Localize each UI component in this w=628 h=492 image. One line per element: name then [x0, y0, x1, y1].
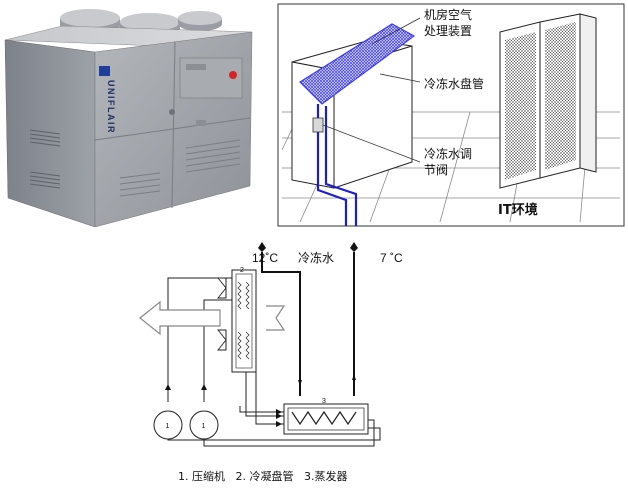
refrigeration-schematic: 12˚C 冷冻水 7 ˚C 2 [139, 242, 403, 483]
compressor-1-number: 1 [166, 423, 170, 430]
label-air-handler-1: 机房空气 [424, 7, 472, 22]
chilled-water-coil [299, 23, 416, 108]
return-arrow-icon [258, 242, 266, 252]
label-it-env: IT环境 [498, 202, 538, 218]
condenser-coil: 2 [231, 267, 257, 373]
chilled-water-loop [261, 252, 355, 396]
compressor-2: 1 [189, 410, 219, 440]
temp-return: 12˚C [252, 251, 278, 265]
condenser-fan-icons [217, 277, 227, 351]
svg-text:UNIFLAIR: UNIFLAIR [106, 80, 116, 134]
condenser-number: 2 [240, 267, 244, 274]
label-valve-2: 节阀 [424, 163, 448, 177]
side-louvres [29, 129, 61, 189]
room-diagram: 机房空气 处理装置 冷冻水盘管 冷冻水调 节阀 IT环境 [277, 3, 625, 227]
front-louvres [119, 139, 241, 197]
flow-arrow-icons [165, 374, 356, 427]
schematic-legend: 1. 压缩机 2. 冷凝盘管 3.蒸发器 [178, 469, 347, 483]
label-valve-1: 冷冻水调 [424, 146, 472, 161]
supply-arrow-icon [350, 242, 358, 252]
uniflair-logo: UNIFLAIR [99, 66, 116, 134]
evaporator: 3 [283, 398, 369, 435]
control-valve-icon [312, 117, 324, 133]
label-coil: 冷冻水盘管 [424, 76, 484, 91]
water-pipes [316, 104, 358, 226]
compressor-1: 1 [153, 410, 183, 440]
evaporator-number: 3 [322, 398, 326, 405]
temp-supply: 7 ˚C [380, 251, 403, 265]
emergency-stop-icon [229, 71, 237, 79]
chiller-unit-photo: UNIFLAIR [4, 9, 253, 228]
chilled-water-label: 冷冻水 [298, 250, 334, 265]
label-air-handler-2: 处理装置 [424, 24, 472, 38]
compressor-2-number: 1 [202, 423, 206, 430]
it-racks [499, 13, 597, 189]
airflow-arrow-icon [139, 300, 221, 336]
